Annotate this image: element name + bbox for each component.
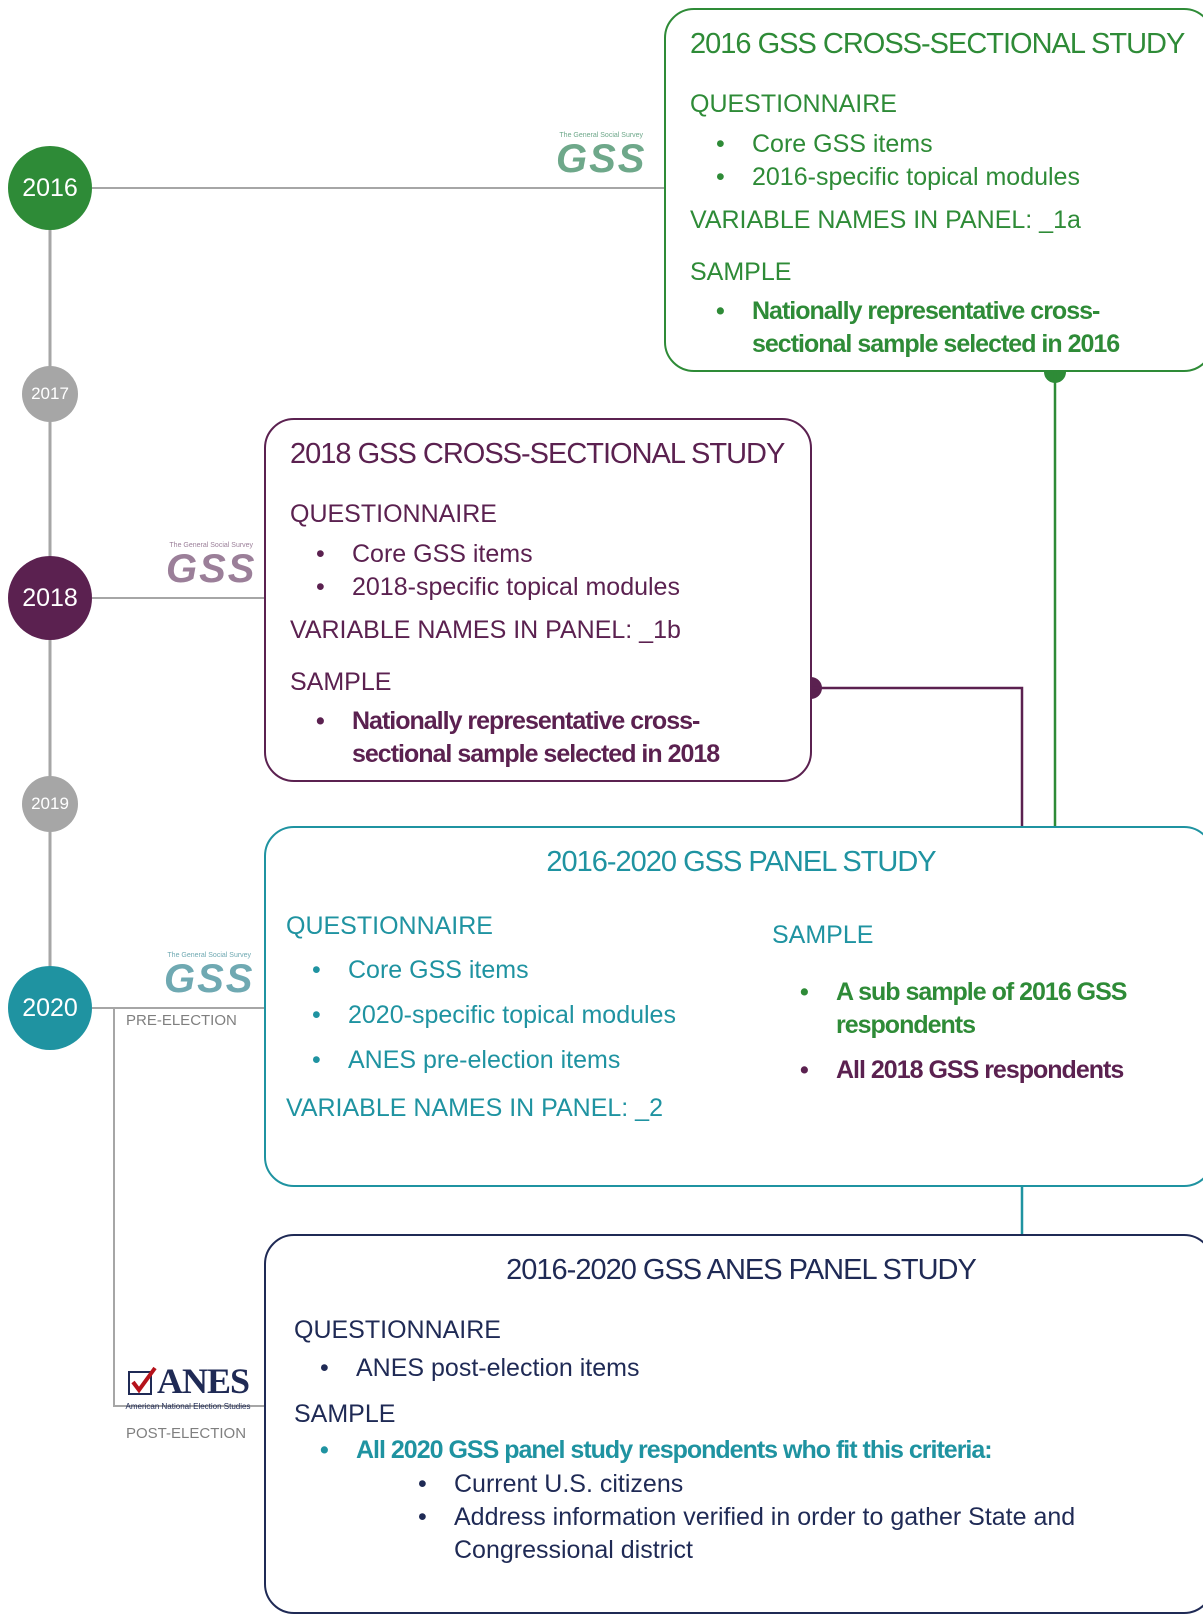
year-2016-label: 2016 <box>22 173 78 202</box>
list-item: 2020-specific topical modules <box>286 993 676 1038</box>
list-item: All 2020 GSS panel study respondents who… <box>294 1434 1194 1467</box>
box-panel-varnames: VARIABLE NAMES IN PANEL: _2 <box>286 1094 663 1122</box>
box-panel-sample-list: A sub sample of 2016 GSS respondents All… <box>774 976 1174 1087</box>
list-item: ANES post-election items <box>294 1352 639 1385</box>
box-2016-sample-list: Nationally representative cross-sectiona… <box>690 295 1170 361</box>
list-item: A sub sample of 2016 GSS respondents <box>774 976 1174 1042</box>
box-2018-title: 2018 GSS CROSS-SECTIONAL STUDY <box>290 438 785 470</box>
year-2019-label: 2019 <box>31 794 69 813</box>
box-2018-questionnaire-list: Core GSS items 2018-specific topical mod… <box>290 538 680 604</box>
box-2018-sample-list: Nationally representative cross-sectiona… <box>290 705 770 771</box>
box-2018-sample-label: SAMPLE <box>290 668 392 696</box>
box-panel-questionnaire-list: Core GSS items 2020-specific topical mod… <box>286 948 676 1083</box>
gss-logo-small-text: The General Social Survey <box>169 542 254 549</box>
list-item: ANES pre-election items <box>286 1038 676 1083</box>
box-2016-questionnaire-list: Core GSS items 2016-specific topical mod… <box>690 128 1080 194</box>
checkbox-icon <box>127 1366 157 1395</box>
anes-logo: ANES American National Election Studies <box>123 1360 253 1411</box>
list-item: Current U.S. citizens <box>392 1468 1112 1501</box>
gss-logo-text: GSS <box>166 547 257 591</box>
gss-logo-small-text: The General Social Survey <box>559 132 644 139</box>
box-2016-cross-sectional: 2016 GSS CROSS-SECTIONAL STUDY QUESTIONN… <box>664 8 1203 372</box>
box-panel-sample-label: SAMPLE <box>772 921 874 949</box>
pre-election-caption: PRE-ELECTION <box>126 1012 237 1029</box>
list-item: All 2018 GSS respondents <box>774 1054 1174 1087</box>
list-item: 2018-specific topical modules <box>290 571 680 604</box>
year-2018-label: 2018 <box>22 583 78 612</box>
box-2018-varnames: VARIABLE NAMES IN PANEL: _1b <box>290 616 681 644</box>
box-2016-questionnaire-label: QUESTIONNAIRE <box>690 90 897 118</box>
box-2018-cross-sectional: 2018 GSS CROSS-SECTIONAL STUDY QUESTIONN… <box>264 418 812 782</box>
gss-logo-2016: The General Social Survey GSS <box>556 132 646 179</box>
list-item: 2016-specific topical modules <box>690 161 1080 194</box>
box-anes-criteria-list: Current U.S. citizens Address informatio… <box>392 1468 1112 1567</box>
list-item: Nationally representative cross-sectiona… <box>290 705 770 771</box>
post-election-caption: POST-ELECTION <box>126 1425 247 1442</box>
box-anes-panel-study: 2016-2020 GSS ANES PANEL STUDY QUESTIONN… <box>264 1234 1203 1614</box>
year-2020-label: 2020 <box>22 993 78 1022</box>
year-2016-circle: 2016 <box>8 146 92 230</box>
box-2016-sample-label: SAMPLE <box>690 258 792 286</box>
list-item: Core GSS items <box>690 128 1080 161</box>
list-item: Core GSS items <box>286 948 676 993</box>
list-item: Address information verified in order to… <box>392 1501 1112 1567</box>
box-panel-questionnaire-label: QUESTIONNAIRE <box>286 912 493 940</box>
box-2018-questionnaire-label: QUESTIONNAIRE <box>290 500 497 528</box>
year-2017-circle: 2017 <box>22 366 78 422</box>
box-anes-sample-list: All 2020 GSS panel study respondents who… <box>294 1434 1194 1467</box>
box-anes-sample-label: SAMPLE <box>294 1400 396 1428</box>
anes-logo-subtitle: American National Election Studies <box>125 1402 251 1411</box>
anes-logo-text: ANES <box>156 1361 250 1401</box>
gss-logo-small-text: The General Social Survey <box>167 952 252 959</box>
gss-logo-text: GSS <box>556 137 647 181</box>
year-2020-circle: 2020 <box>8 966 92 1050</box>
list-item: Core GSS items <box>290 538 680 571</box>
box-panel-title: 2016-2020 GSS PANEL STUDY <box>546 846 936 878</box>
box-anes-title: 2016-2020 GSS ANES PANEL STUDY <box>506 1254 977 1286</box>
gss-logo-2020: The General Social Survey GSS <box>164 952 254 999</box>
gss-logo-2018: The General Social Survey GSS <box>166 542 256 589</box>
year-2019-circle: 2019 <box>22 776 78 832</box>
box-panel-study: 2016-2020 GSS PANEL STUDY QUESTIONNAIRE … <box>264 826 1203 1187</box>
list-item: Nationally representative cross-sectiona… <box>690 295 1170 361</box>
box-2016-title: 2016 GSS CROSS-SECTIONAL STUDY <box>690 28 1185 60</box>
year-2018-circle: 2018 <box>8 556 92 640</box>
connector-post-election <box>113 1008 264 1407</box>
gss-logo-text: GSS <box>164 957 255 1001</box>
box-anes-questionnaire-label: QUESTIONNAIRE <box>294 1316 501 1344</box>
box-2016-varnames: VARIABLE NAMES IN PANEL: _1a <box>690 206 1081 234</box>
box-anes-questionnaire-list: ANES post-election items <box>294 1352 639 1385</box>
year-2017-label: 2017 <box>31 384 69 403</box>
